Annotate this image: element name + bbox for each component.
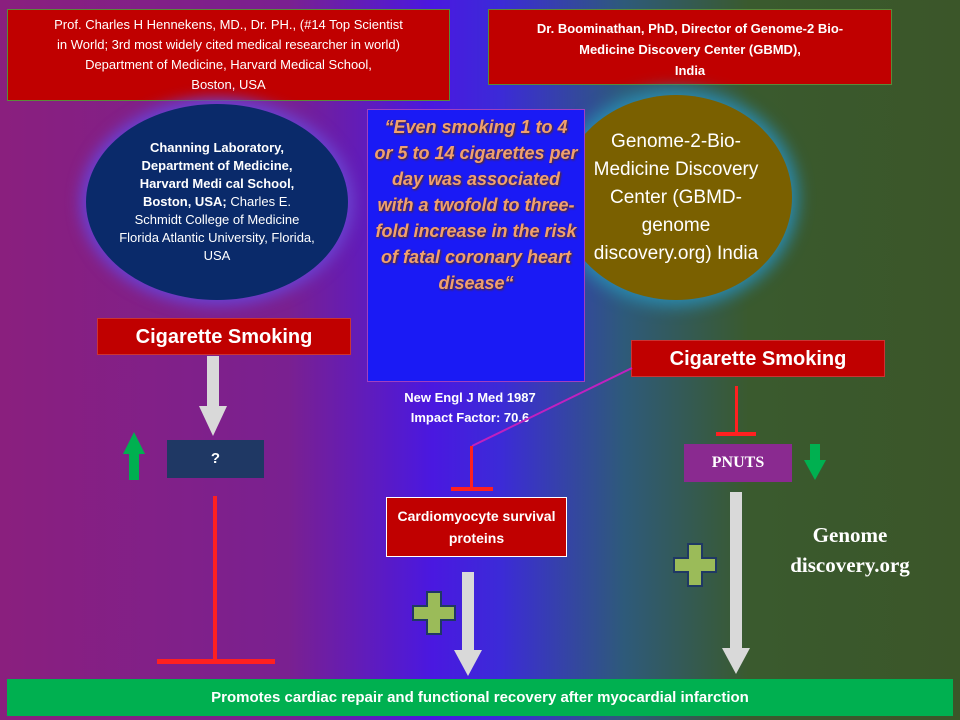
cardiomyocyte-box: Cardiomyocyte survival proteins xyxy=(386,497,567,557)
plus-icon xyxy=(412,591,456,635)
quote-text: “Even smoking 1 to 4 or 5 to 14 cigarett… xyxy=(374,117,578,293)
cigarette-smoking-right: Cigarette Smoking xyxy=(631,340,885,377)
down-arrow-icon xyxy=(454,572,482,676)
header-line: Medicine Discovery Center (GBMD), xyxy=(579,42,801,57)
down-arrow-icon xyxy=(804,444,826,480)
down-arrow-icon xyxy=(199,356,227,436)
genome-discovery-label: Genome discovery.org xyxy=(760,520,940,580)
outcome-bar: Promotes cardiac repair and functional r… xyxy=(7,679,953,716)
header-line: India xyxy=(674,63,706,78)
header-line: Dr. Boominathan, PhD, Director of Genome… xyxy=(536,21,844,36)
header-line: in World; 3rd most widely cited medical … xyxy=(57,37,400,52)
gbmd-circle: Genome-2-Bio-Medicine Discovery Center (… xyxy=(560,95,792,300)
header-line: Department of Medicine, Harvard Medical … xyxy=(85,57,372,72)
reference-label: New Engl J Med 1987 Impact Factor: 70.6 xyxy=(404,390,536,425)
cardio-label: Cardiomyocyte survival proteins xyxy=(397,508,556,546)
inhibition-line-icon xyxy=(451,367,633,491)
cigarette-smoking-left: Cigarette Smoking xyxy=(97,318,351,355)
circle-bold-text: Channing Laboratory, Department of Medic… xyxy=(139,140,295,209)
quote-box: “Even smoking 1 to 4 or 5 to 14 cigarett… xyxy=(367,109,585,382)
inhibition-line-icon xyxy=(157,496,275,664)
hennekens-header: Prof. Charles H Hennekens, MD., Dr. PH.,… xyxy=(7,9,450,101)
harvard-circle: Channing Laboratory, Department of Medic… xyxy=(86,104,348,300)
inhibition-line-icon xyxy=(716,386,756,436)
plus-icon xyxy=(673,543,717,587)
circle-text: Genome-2-Bio-Medicine Discovery Center (… xyxy=(593,130,759,264)
header-line: Boston, USA xyxy=(191,77,266,92)
down-arrow-icon xyxy=(722,492,750,674)
up-arrow-icon xyxy=(123,432,145,480)
header-line: Prof. Charles H Hennekens, MD., Dr. PH.,… xyxy=(54,17,403,32)
pnuts-box: PNUTS xyxy=(684,444,792,482)
genome-text: Genome discovery.org xyxy=(790,523,910,577)
unknown-box: ? xyxy=(167,440,264,478)
circle-text: Charles E. Schmidt College of Medicine F… xyxy=(119,194,315,263)
reference-text: New Engl J Med 1987 Impact Factor: 70.6 xyxy=(380,388,560,428)
boominathan-header: Dr. Boominathan, PhD, Director of Genome… xyxy=(488,9,892,85)
